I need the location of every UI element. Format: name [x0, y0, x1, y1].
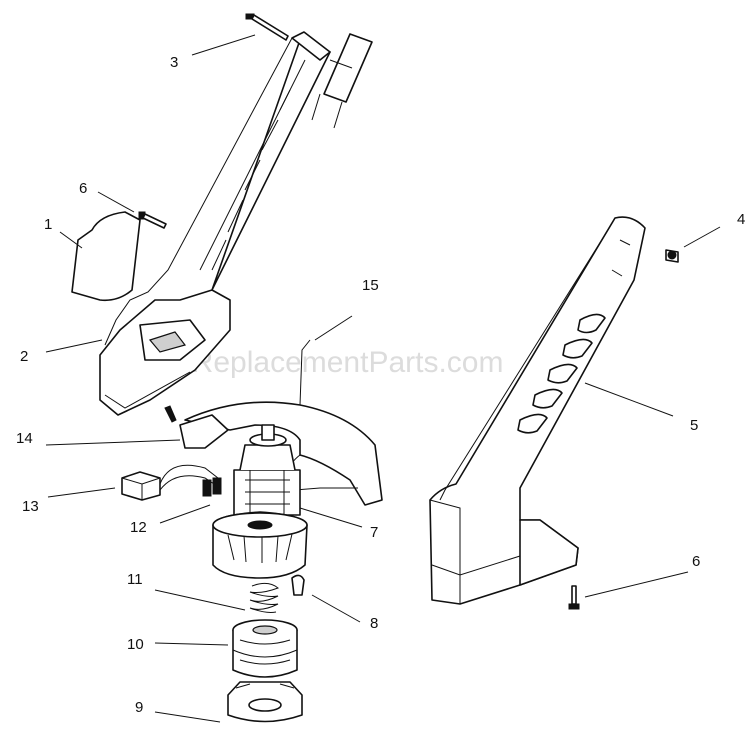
callout-1: 1 [44, 216, 52, 233]
callout-12: 12 [130, 519, 147, 536]
callout-7: 7 [370, 524, 378, 541]
part-13-connector [121, 464, 222, 501]
part-6-screw-lower [568, 585, 580, 610]
callout-15: 15 [362, 277, 379, 294]
callout-numbers: 3 6 1 2 14 13 12 11 10 9 15 8 7 4 5 6 [16, 54, 745, 716]
part-5-lower-housing [429, 216, 646, 605]
part-1-label-plate [71, 211, 141, 302]
callout-14: 14 [16, 430, 33, 447]
callout-2: 2 [20, 348, 28, 365]
part-7-motor [212, 424, 308, 579]
part-8-clip [291, 574, 305, 596]
callout-10: 10 [127, 636, 144, 653]
callout-9: 9 [135, 699, 143, 716]
leader-lines [45, 34, 721, 723]
watermark: eReplacementParts.com [175, 346, 503, 379]
part-2-upper-housing [99, 31, 331, 416]
part-3-screw [245, 13, 289, 41]
part-11-spring [249, 582, 280, 613]
part-6-screw-upper [138, 211, 167, 229]
callout-13: 13 [22, 498, 39, 515]
callout-4: 4 [737, 211, 745, 228]
callout-11: 11 [127, 571, 143, 588]
callout-8: 8 [370, 615, 378, 632]
callout-6-upper: 6 [79, 180, 87, 197]
part-4-nut [665, 249, 679, 263]
callout-3: 3 [170, 54, 178, 71]
part-9-spool-cap [227, 681, 303, 723]
callout-6-lower: 6 [692, 553, 700, 570]
callout-5: 5 [690, 417, 698, 434]
part-10-spool [232, 619, 298, 678]
tube-break-section [311, 33, 373, 129]
part-14-clip [164, 405, 229, 449]
